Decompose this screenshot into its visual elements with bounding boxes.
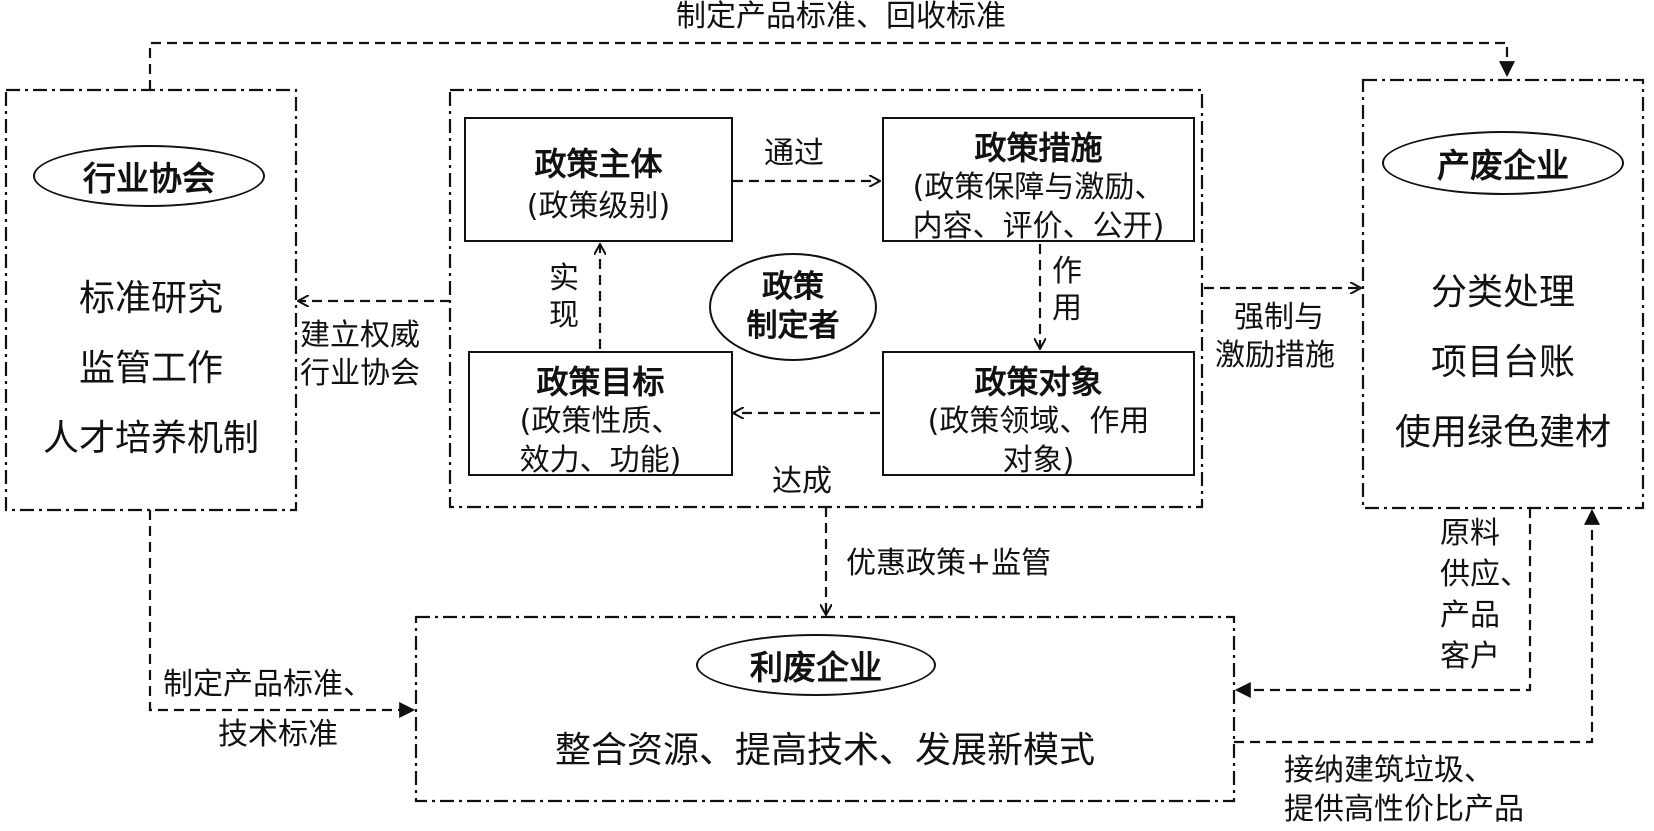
label-top-standards: 制定产品标准、回收标准 bbox=[676, 0, 1006, 34]
waste-user-frame bbox=[414, 615, 1236, 803]
association-item-1: 标准研究 bbox=[78, 278, 223, 319]
waste-user-title: 利废企业 bbox=[750, 648, 882, 687]
waste-producer-frame bbox=[1361, 78, 1645, 510]
label-accept-waste-1: 接纳建筑垃圾、 bbox=[1284, 753, 1494, 788]
association-item-2: 监管工作 bbox=[78, 348, 223, 389]
policy-subject-title: 政策主体 bbox=[534, 145, 663, 183]
label-jianli-2: 行业协会 bbox=[300, 356, 420, 391]
policy-maker-line-1: 政策 bbox=[762, 269, 824, 306]
policy-measures-sub-2: 内容、评价、公开) bbox=[912, 209, 1165, 244]
policy-object-box: 政策对象 (政策领域、作用 对象) bbox=[882, 351, 1195, 478]
policy-measures-title: 政策措施 bbox=[974, 129, 1103, 167]
waste-user-desc: 整合资源、提高技术、发展新模式 bbox=[554, 730, 1095, 771]
label-qiangzhi-2: 激励措施 bbox=[1215, 338, 1335, 373]
policy-goal-title: 政策目标 bbox=[536, 363, 665, 401]
label-accept-waste-2: 提供高性价比产品 bbox=[1284, 792, 1524, 827]
policy-measures-sub-1: (政策保障与激励、 bbox=[912, 170, 1165, 205]
label-raw-supply-4: 客户 bbox=[1440, 639, 1500, 674]
label-tech-standards-2: 技术标准 bbox=[218, 717, 338, 752]
label-raw-supply-1: 原料 bbox=[1440, 516, 1500, 551]
label-raw-supply-3: 产品 bbox=[1440, 598, 1500, 633]
label-dacheng: 达成 bbox=[772, 464, 832, 499]
industry-association-oval: 行业协会 bbox=[33, 145, 265, 207]
label-zuoyong-2: 用 bbox=[1052, 291, 1082, 326]
policy-goal-box: 政策目标 (政策性质、 效力、功能) bbox=[468, 351, 733, 478]
policy-subject-box: 政策主体 (政策级别) bbox=[464, 117, 733, 242]
policy-subject-sub: (政策级别) bbox=[526, 189, 671, 224]
producer-item-2: 项目台账 bbox=[1430, 342, 1575, 383]
producer-item-3: 使用绿色建材 bbox=[1394, 412, 1611, 453]
policy-maker-line-2: 制定者 bbox=[746, 308, 840, 344]
arrow-top-standards bbox=[148, 41, 1515, 90]
label-tongguo: 通过 bbox=[764, 136, 824, 171]
label-shixian-2: 现 bbox=[549, 298, 579, 333]
policy-maker-oval: 政策 制定者 bbox=[709, 253, 877, 361]
industry-association-title: 行业协会 bbox=[83, 159, 215, 198]
policy-goal-sub-1: (政策性质、 bbox=[519, 404, 682, 439]
label-jianli-1: 建立权威 bbox=[300, 318, 420, 353]
waste-producer-oval: 产废企业 bbox=[1382, 131, 1624, 195]
policy-goal-sub-2: 效力、功能) bbox=[519, 443, 682, 478]
arrow-tech-standards bbox=[148, 510, 416, 718]
policy-object-title: 政策对象 bbox=[974, 363, 1103, 401]
label-zuoyong-1: 作 bbox=[1052, 254, 1082, 289]
arrow-raw-supply bbox=[1234, 508, 1532, 698]
arrow-accept-waste bbox=[1234, 508, 1600, 744]
policy-measures-box: 政策措施 (政策保障与激励、 内容、评价、公开) bbox=[882, 117, 1195, 244]
waste-producer-title: 产废企业 bbox=[1437, 146, 1569, 185]
label-raw-supply-2: 供应、 bbox=[1440, 557, 1530, 592]
label-tech-standards-1: 制定产品标准、 bbox=[163, 667, 373, 702]
label-qiangzhi-1: 强制与 bbox=[1234, 300, 1324, 335]
label-shixian-1: 实 bbox=[549, 261, 579, 296]
waste-user-oval: 利废企业 bbox=[696, 634, 936, 696]
producer-item-1: 分类处理 bbox=[1430, 272, 1575, 313]
policy-object-sub-2: 对象) bbox=[1002, 443, 1075, 478]
label-youhui: 优惠政策+监管 bbox=[846, 546, 1052, 581]
association-item-3: 人才培养机制 bbox=[42, 418, 259, 459]
policy-object-sub-1: (政策领域、作用 bbox=[927, 404, 1150, 439]
